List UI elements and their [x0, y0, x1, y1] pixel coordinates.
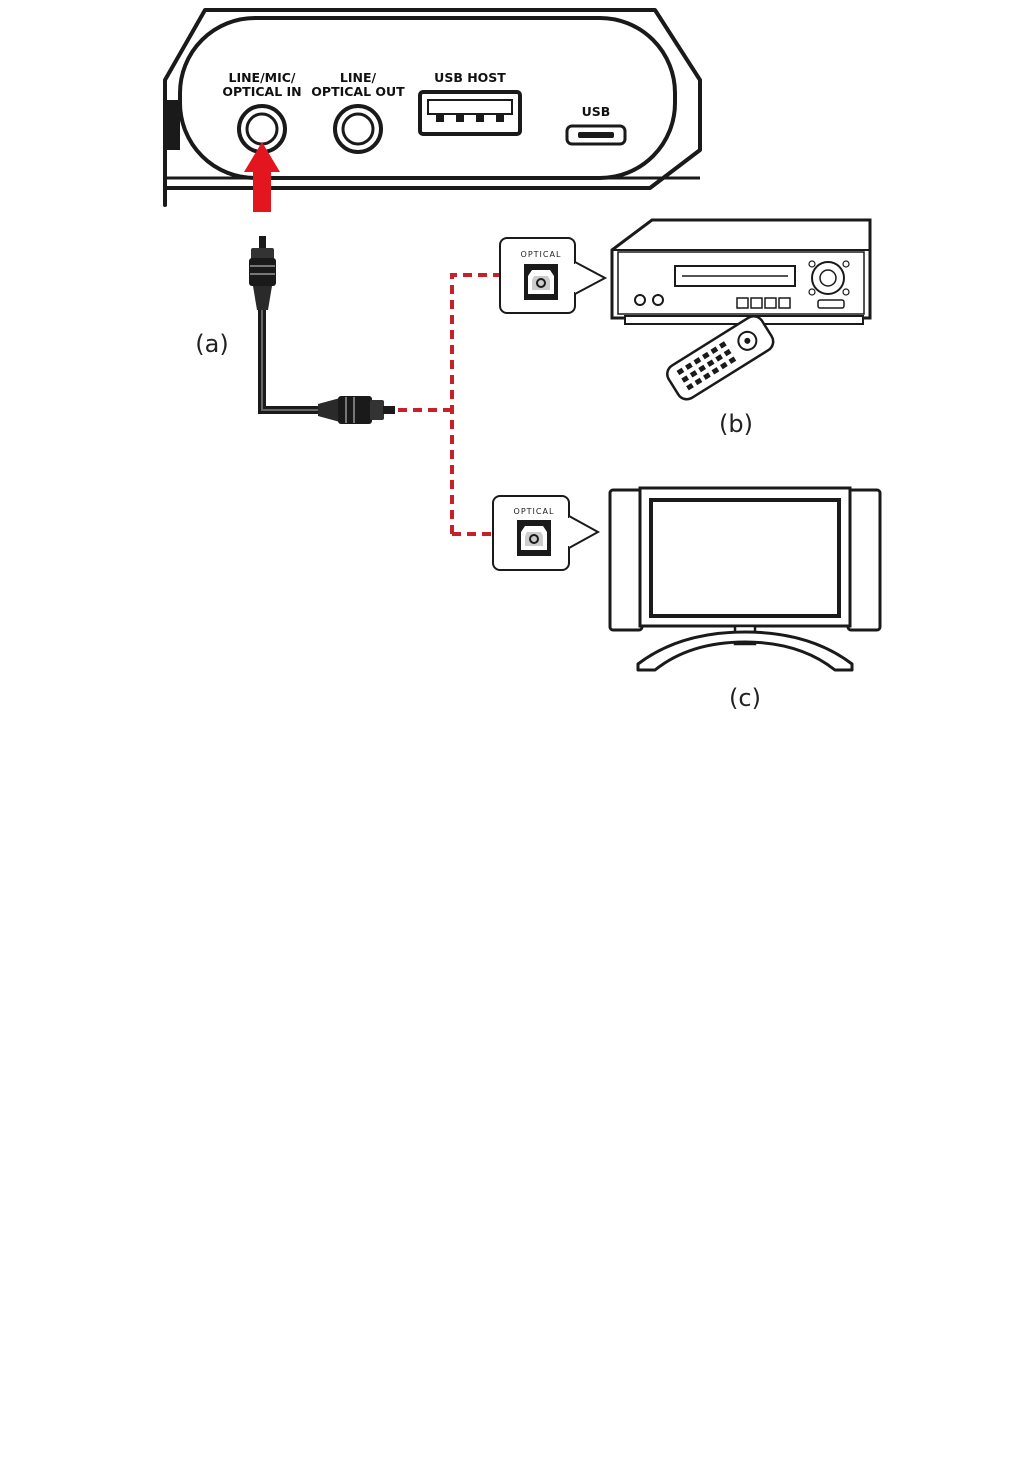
- remote-control: [664, 313, 777, 404]
- tv-label: (c): [729, 684, 761, 712]
- line-mic-label-line1: LINE/MIC/: [228, 70, 295, 85]
- tv-optical-label: OPTICAL: [514, 507, 555, 516]
- dashed-connection: [398, 275, 500, 534]
- cable-label: (a): [195, 330, 228, 358]
- usb-label: USB: [582, 104, 611, 119]
- line-out-label-line1: LINE/: [340, 70, 377, 85]
- line-mic-label-line2: OPTICAL IN: [222, 84, 301, 99]
- usb-host-port: USB HOST: [420, 70, 520, 134]
- dvd-optical-port-callout: OPTICAL: [500, 238, 605, 313]
- television: [610, 488, 880, 670]
- tv-optical-port-callout: OPTICAL: [493, 496, 598, 570]
- dvd-player-label: (b): [719, 410, 753, 438]
- usb-host-label: USB HOST: [434, 70, 506, 85]
- dvd-optical-label: OPTICAL: [521, 250, 562, 259]
- line-out-label-line2: OPTICAL OUT: [311, 84, 405, 99]
- optical-cable: [249, 236, 395, 424]
- dvd-player: [612, 220, 870, 324]
